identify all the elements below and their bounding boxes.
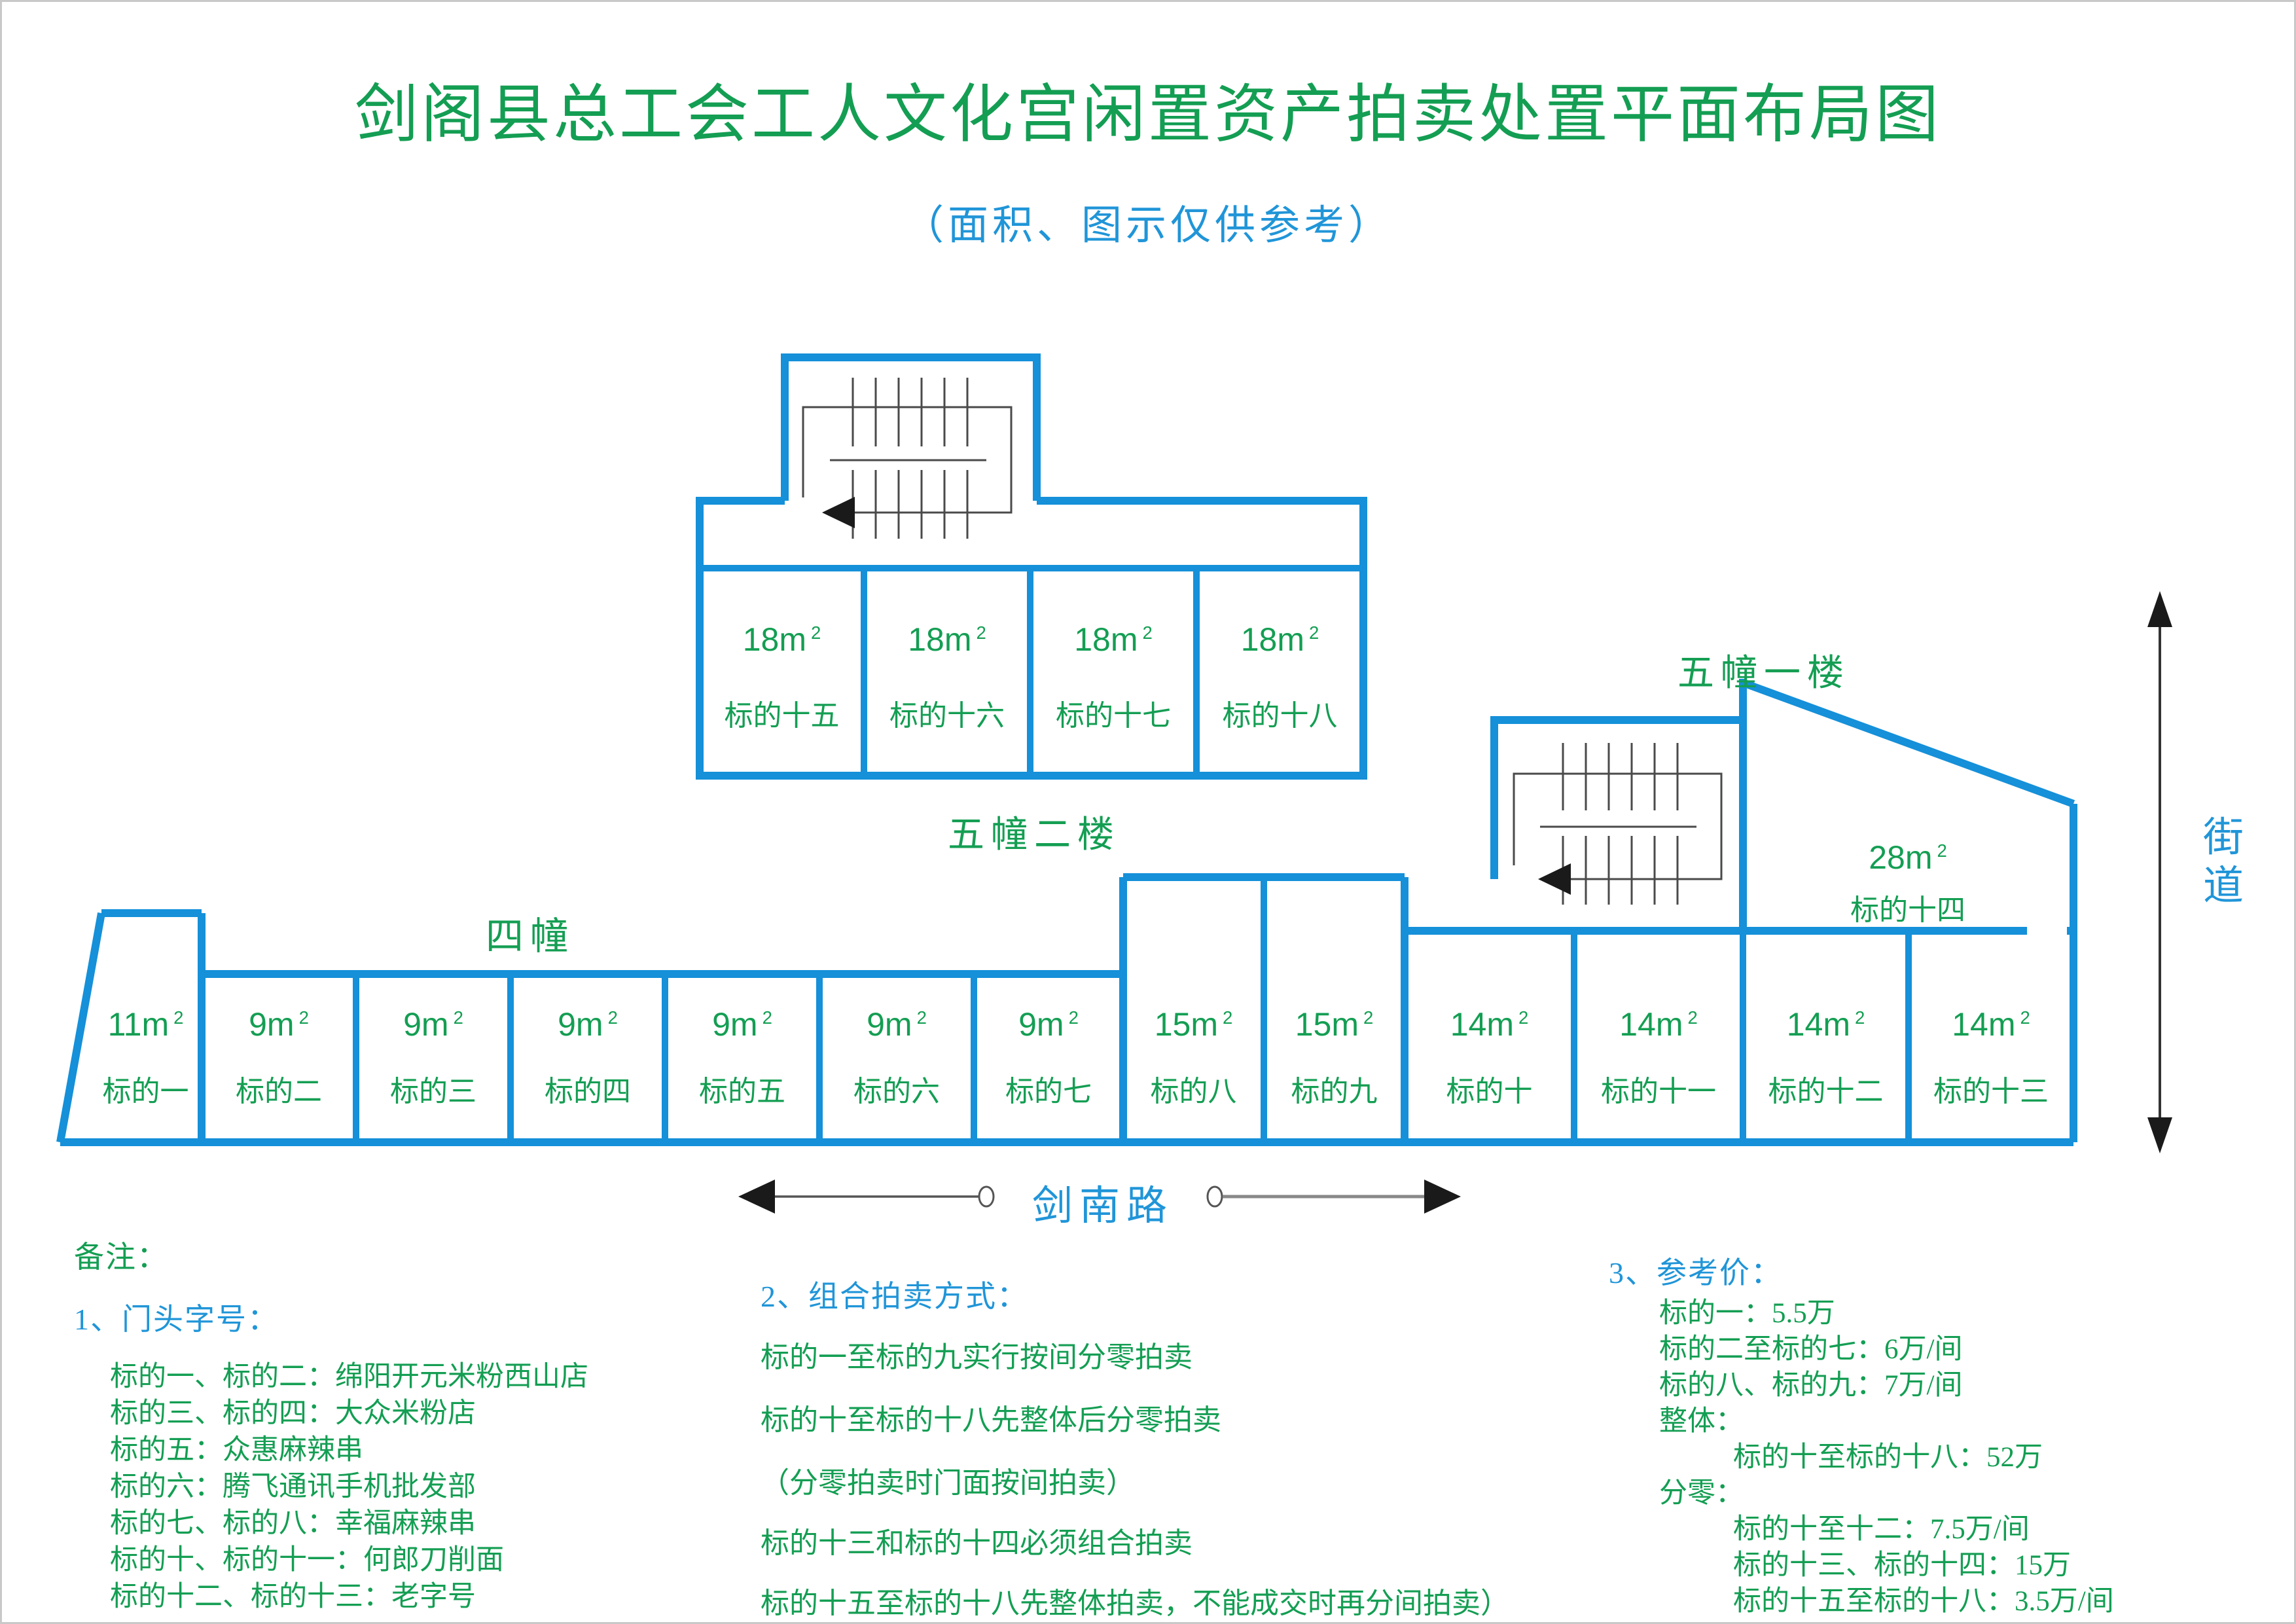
note-item: 标的十三和标的十四必须组合拍卖 [761,1527,1193,1559]
note-item: 标的八、标的九：7万/间 [1659,1370,1963,1401]
unit-name: 标的九 [1291,1075,1378,1108]
building5-floor1-caption: 五幢一楼 [1677,653,1850,694]
page-title: 剑阁县总工会工人文化宫闲置资产拍卖处置平面布局图 [355,80,1941,150]
staircase-icon [802,378,1013,539]
notes-remark-title: 备注： [74,1240,168,1274]
unit-name: 标的十四 [1850,894,1965,926]
road-caption: 剑南路 [1031,1184,1174,1229]
note-item: 标的一至标的九实行按间分零拍卖 [761,1341,1193,1373]
note-item: 标的十至标的十八：52万 [1733,1442,2043,1473]
road-right-arrow-icon [1206,1180,1461,1214]
note-item: 标的一：5.5万 [1659,1298,1835,1329]
note-item: 标的三、标的四：大众米粉店 [110,1398,476,1429]
building5-floor2-caption: 五幢二楼 [948,815,1121,856]
unit-name: 标的七 [1005,1075,1092,1108]
bottom-row-outline [56,873,2077,1146]
building4-caption: 四幢 [485,915,575,958]
street-caption: 街道 [2202,816,2244,909]
stair-direction-arrow-icon [1538,863,1571,895]
note-item: 标的五：众惠麻辣串 [110,1435,363,1466]
note-item: 标的十五至标的十八先整体拍卖，不能成交时再分间拍卖） [761,1587,1509,1619]
unit-name: 标的一 [102,1075,189,1108]
staircase-icon [1513,743,1723,905]
unit-name: 标的十三 [1933,1075,2049,1108]
notes-section2-title: 2、组合拍卖方式： [761,1280,1028,1313]
note-item: 分零： [1659,1478,1744,1509]
building5-floor1-outline [1490,679,2077,931]
note-item: 标的十至十二：7.5万/间 [1733,1514,2030,1545]
unit-name: 标的五 [699,1075,785,1108]
note-item: 标的一、标的二：绵阳开元米粉西山店 [110,1362,588,1392]
stair-direction-arrow-icon [822,497,855,528]
road-left-arrow-icon [738,1180,995,1214]
note-item: 标的十、标的十一：何郎刀削面 [110,1545,504,1576]
note-item: 标的十三、标的十四：15万 [1733,1550,2071,1581]
unit-name: 标的六 [853,1075,940,1108]
unit-name: 标的十五 [724,700,840,732]
note-item: 标的六：腾飞通讯手机批发部 [110,1471,476,1502]
note-item: （分零拍卖时门面按间拍卖） [761,1467,1135,1499]
note-item: 标的十二、标的十三：老字号 [110,1581,476,1612]
notes-section1-title: 1、门头字号： [74,1303,279,1336]
note-item: 标的十五至标的十八：3.5万/间 [1733,1586,2114,1617]
unit-name: 标的十七 [1056,700,1171,732]
unit-name: 标的四 [545,1075,631,1108]
notes-section3-title: 3、参考价： [1609,1256,1782,1290]
note-item: 标的十至标的十八先整体后分零拍卖 [761,1404,1221,1436]
note-item: 标的七、标的八：幸福麻辣串 [110,1508,476,1539]
unit-name: 标的二 [236,1075,322,1108]
unit-name: 标的八 [1150,1075,1237,1108]
unit-name: 标的十二 [1768,1075,1884,1108]
unit-name: 标的十一 [1601,1075,1716,1108]
street-double-arrow-icon [2147,591,2172,1153]
page-subtitle: （面积、图示仅供参考） [903,204,1393,248]
unit-name: 标的十六 [889,700,1005,732]
unit-name: 标的三 [390,1075,476,1108]
unit-name: 标的十八 [1222,700,1338,732]
note-item: 标的二至标的七：6万/间 [1659,1334,1963,1365]
building5-floor2-outline [696,353,1367,780]
unit-name: 标的十 [1446,1075,1533,1108]
note-item: 整体： [1659,1406,1744,1437]
